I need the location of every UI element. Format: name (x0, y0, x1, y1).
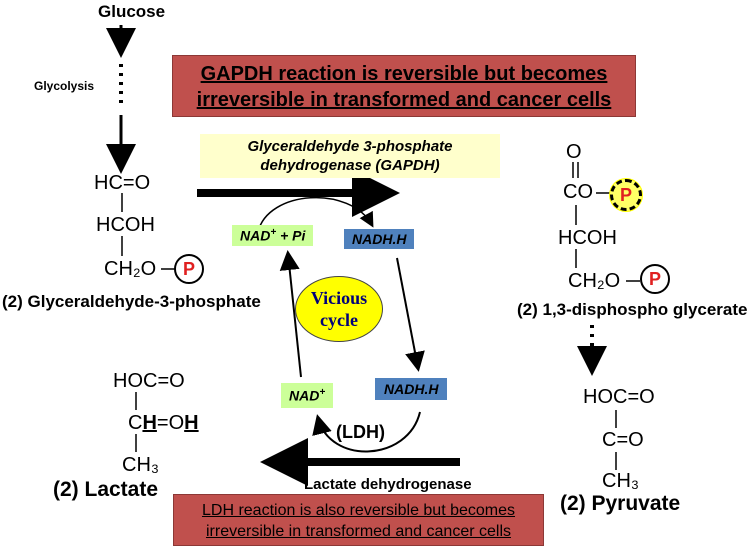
glycolysis-label: Glycolysis (34, 79, 95, 93)
gapdh-line1: Glyceraldehyde 3-phosphate (247, 138, 453, 155)
bpg-hydroxyl: HCOH (558, 227, 617, 249)
gapdh-banner-line1: GAPDH reaction is reversible but becomes (200, 63, 608, 85)
phosphate-icon: P (640, 264, 670, 294)
nad-pi-nad: NAD (240, 227, 271, 244)
lactate-c: C (128, 412, 143, 434)
cycle-right-down-arrow (396, 257, 425, 372)
lactate-methyl: CH₃ (122, 454, 160, 476)
glucose-label: Glucose (98, 2, 166, 21)
nad-bottom-badge: NAD+ (281, 383, 334, 408)
vicious-cycle-line2: cycle (320, 310, 358, 330)
lactate-eq-o: =O (156, 412, 185, 434)
phosphate-icon: P (174, 254, 204, 284)
lactate-carboxyl: HOC=O (113, 370, 185, 392)
nad-pi-charge: + (270, 227, 277, 238)
nad-pi-badge: NAD+ + Pi (232, 225, 314, 246)
lactate-h1: H (142, 412, 157, 434)
vicious-cycle-line1: Vicious (310, 288, 368, 308)
nad-bottom-nad: NAD (289, 387, 320, 404)
cycle-left-up-arrow (279, 250, 302, 378)
gapdh-line2: dehydrogenase (GAPDH) (260, 157, 440, 174)
g3p-hydroxyl: HCOH (96, 214, 155, 236)
ldh-banner: LDH reaction is also reversible but beco… (173, 494, 544, 546)
lactate-name: (2) Lactate (53, 478, 159, 501)
gapdh-banner-line2: irreversible in transformed and cancer c… (196, 89, 612, 111)
gapdh-enzyme-label: Glyceraldehyde 3-phosphate dehydrogenase… (200, 134, 500, 178)
nadh-bottom-badge: NADH.H (375, 378, 448, 400)
pyruvate-keto: C=O (602, 429, 644, 451)
bpg-oxygen: O (566, 141, 582, 163)
gapdh-banner: GAPDH reaction is reversible but becomes… (172, 55, 636, 117)
phosphate-icon: P (610, 179, 642, 211)
g3p-aldehyde: HC=O (94, 172, 151, 194)
lactate-middle: CH=OH (128, 412, 199, 435)
g3p-ch2o: CH₂O (104, 258, 157, 280)
bpg-co: CO (563, 181, 593, 203)
bpg-name: (2) 1,3-disphospho glycerate (517, 300, 748, 319)
nad-bottom-charge: + (319, 387, 326, 398)
ldh-abbrev: (LDH) (336, 422, 385, 442)
ldh-banner-line2: irreversible in transformed and cancer c… (205, 523, 511, 540)
ldh-banner-line1: LDH reaction is also reversible but beco… (201, 502, 516, 519)
ldh-name: Lactate dehydrogenase (304, 476, 472, 493)
lactate-h2: H (184, 412, 199, 434)
pyruvate-carboxyl: HOC=O (583, 386, 655, 408)
g3p-name: (2) Glyceraldehyde-3-phosphate (2, 292, 261, 311)
pyruvate-methyl: CH₃ (602, 470, 640, 492)
nadh-top-badge: NADH.H (344, 229, 415, 249)
vicious-cycle-ellipse: Vicious cycle (295, 276, 383, 342)
nad-pi-pi: + Pi (276, 227, 306, 244)
bpg-ch2o: CH₂O (568, 270, 621, 292)
pyruvate-name: (2) Pyruvate (560, 492, 681, 515)
